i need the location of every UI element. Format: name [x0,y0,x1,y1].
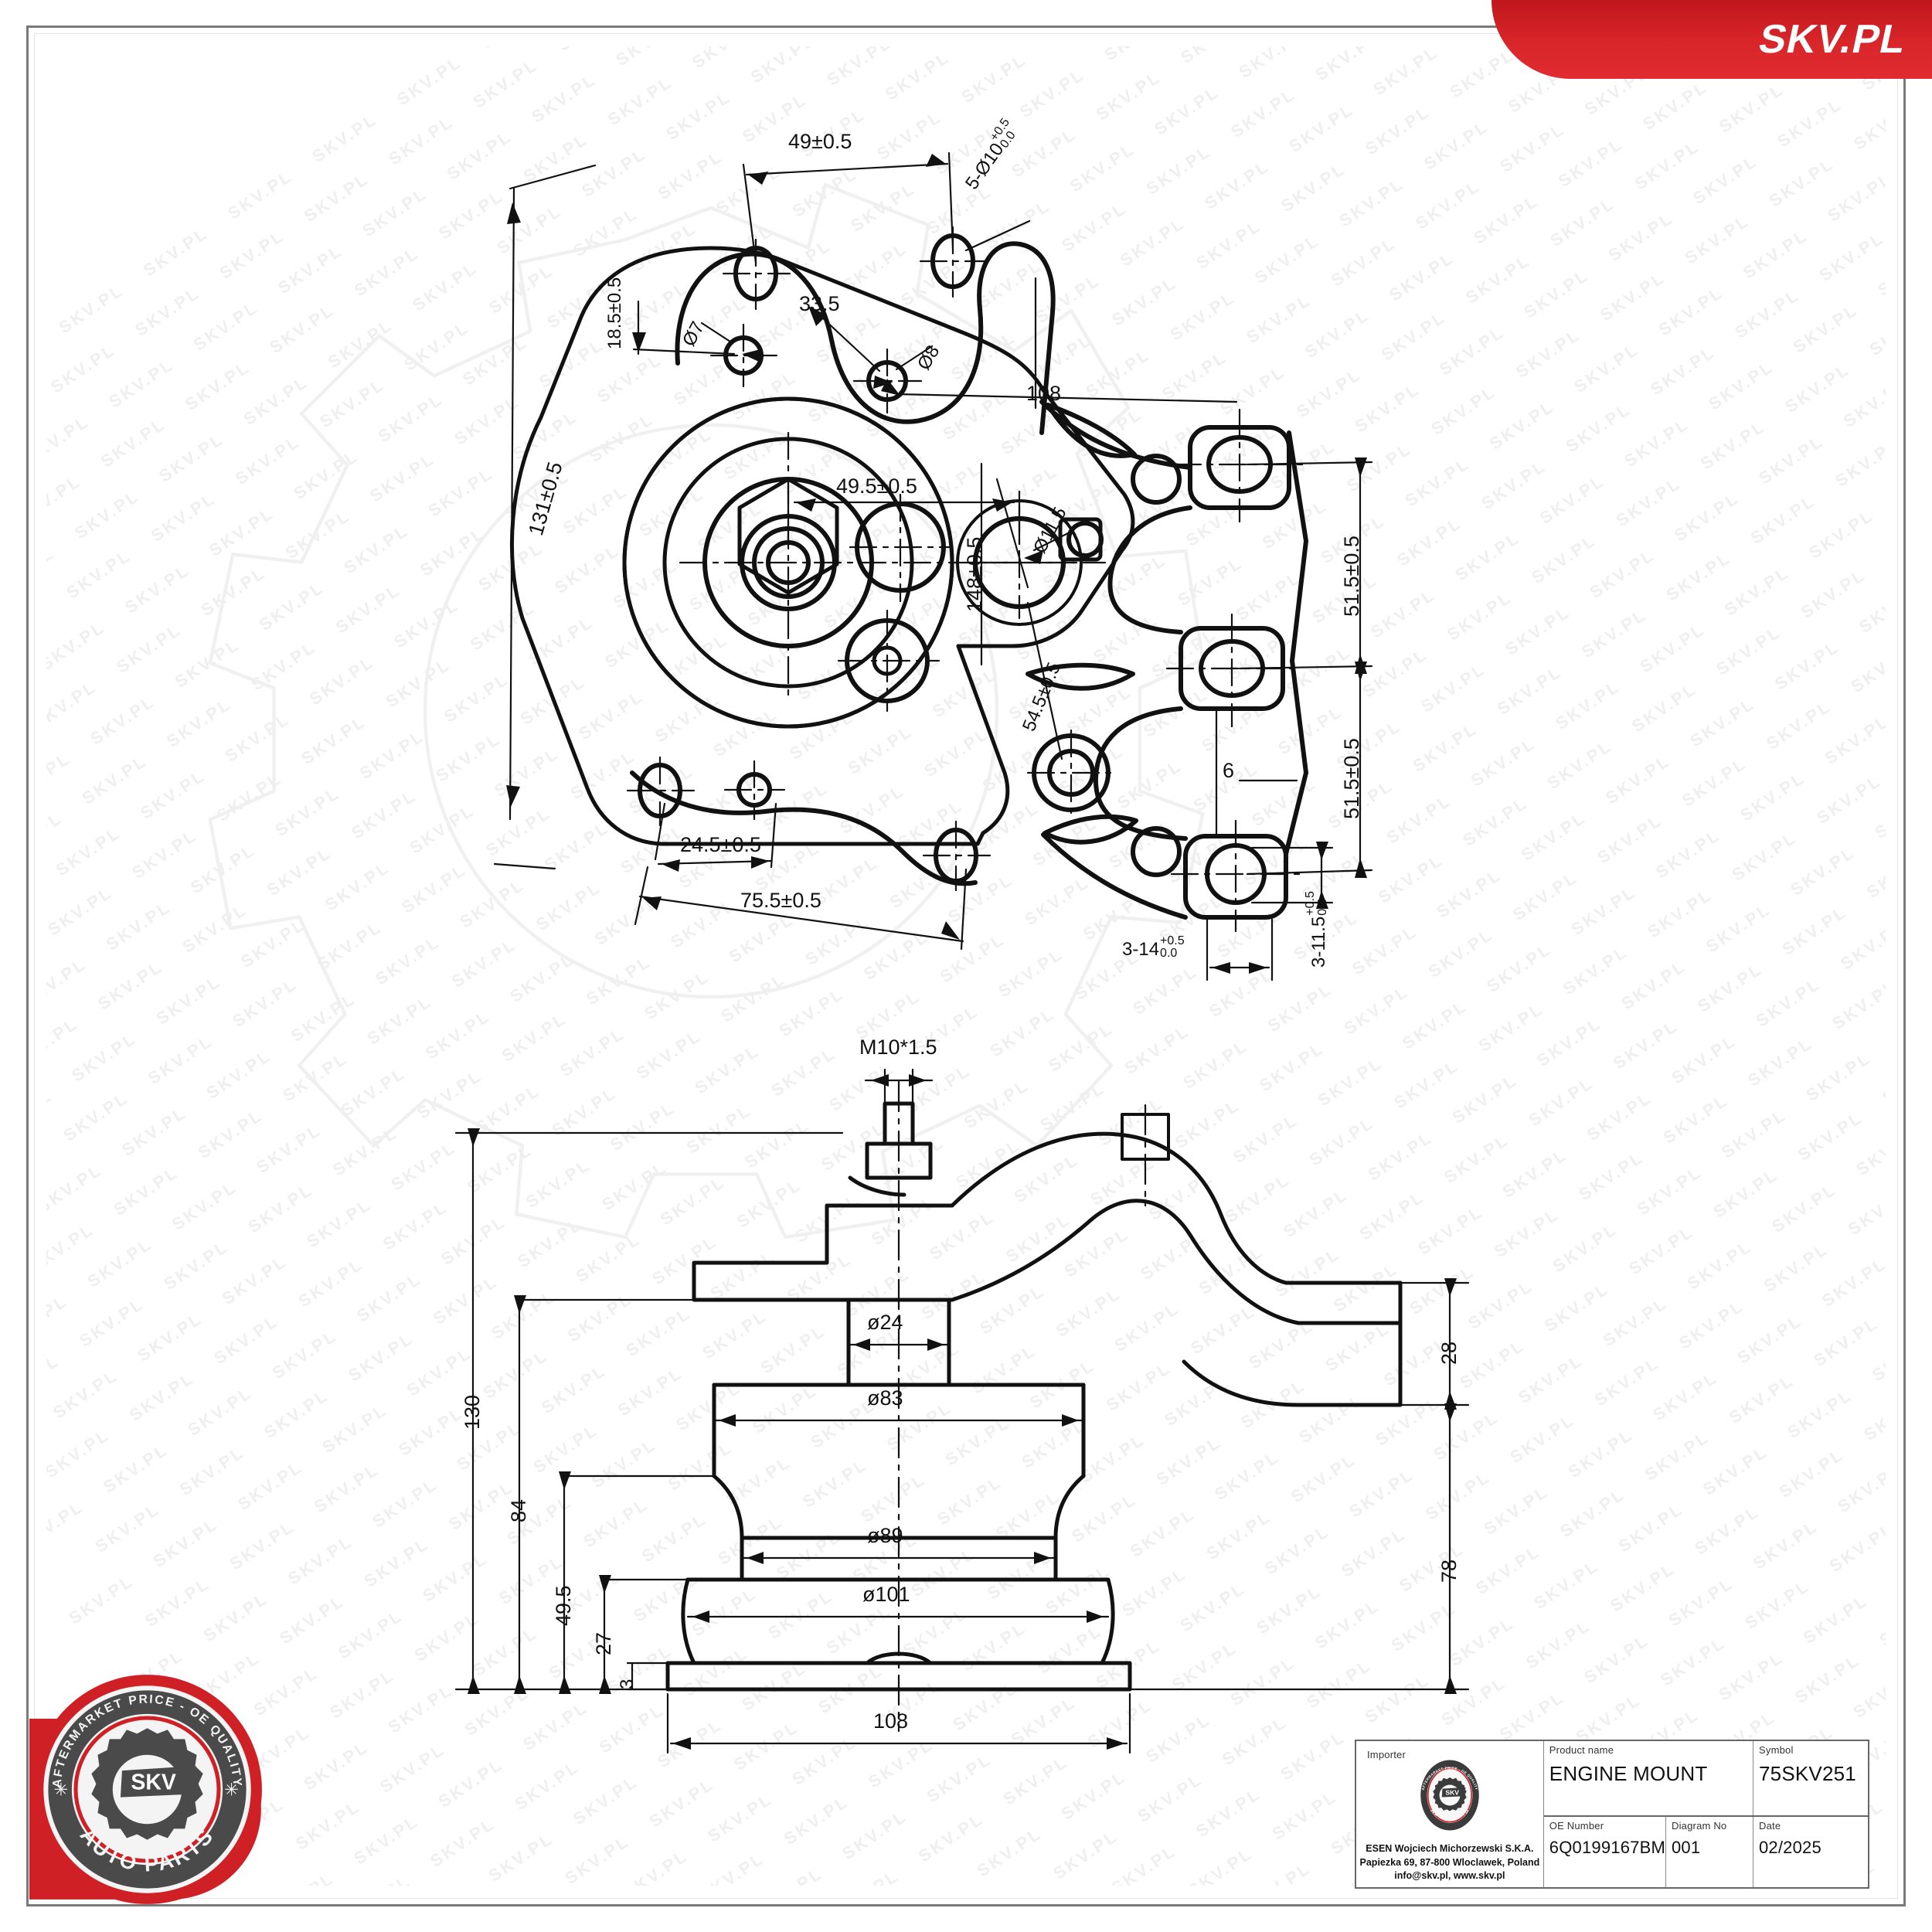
sheet-frame-inner [34,33,1898,1899]
oe-number-value: 6Q0199167BM [1549,1838,1665,1857]
importer-address: Papiezka 69, 87-800 Wloclawek, Poland [1359,1856,1540,1868]
dim-49: 49±0.5 [788,130,852,153]
symbol-cell: Symbol 75SKV251 [1753,1741,1868,1815]
dim-18-5: 18.5±0.5 [604,277,625,349]
dim-d89: ø89 [867,1524,903,1547]
dim-49-5-side: 49.5 [552,1585,575,1626]
dim-51-5-a: 51.5±0.5 [1340,536,1363,617]
dim-130: 130 [461,1394,484,1430]
dim-148: 148±0.5 [963,536,986,612]
diagram-no-cell: Diagram No 001 [1666,1817,1753,1887]
asterisk-left-icon: ✳ [54,1781,69,1800]
dim-6: 6 [1223,759,1235,782]
dim-d83: ø83 [867,1386,903,1410]
symbol-label: Symbol [1759,1744,1794,1756]
dim-108-top: 108 [1026,382,1062,405]
section-center-line [897,1080,1147,1733]
dim-m10: M10*1.5 [859,1036,937,1059]
importer-name: ESEN Wojciech Michorzewski S.K.A. [1366,1842,1534,1854]
date-value: 02/2025 [1759,1838,1821,1857]
bracket-upper-flange [675,241,1056,435]
diagram-no-value: 001 [1672,1838,1701,1857]
dim-3: 3 [617,1679,638,1689]
importer-logo: SKV AFTERMARKET PRICE - OE QUALITY AUTO … [1420,1760,1479,1831]
asterisk-right-icon: ✳ [224,1781,239,1800]
dim-24-5: 24.5±0.5 [680,833,761,856]
dim-108-bottom: 108 [873,1709,909,1733]
oe-number-label: OE Number [1549,1820,1604,1832]
dim-49-5: 49.5±0.5 [836,474,917,498]
importer-contact: info@skv.pl, www.skv.pl [1394,1870,1505,1882]
bracket-lower-flange [630,770,978,886]
dim-33-5: 33.5 [799,292,840,315]
dim-d101: ø101 [862,1583,910,1606]
dim-84: 84 [507,1498,530,1522]
product-name-label: Product name [1549,1744,1614,1756]
title-block: Importer SKV AFTERMARKET PRICE - OE QUAL… [1355,1740,1869,1889]
dim-27: 27 [592,1631,615,1655]
date-label: Date [1759,1820,1781,1832]
diagram-no-label: Diagram No [1672,1820,1727,1832]
product-name-cell: Product name ENGINE MOUNT [1544,1741,1753,1815]
symbol-value: 75SKV251 [1759,1762,1856,1785]
title-block-fields: Product name ENGINE MOUNT Symbol 75SKV25… [1543,1741,1868,1887]
section-arrowheads [468,1074,1457,1750]
dim-78: 78 [1437,1559,1461,1583]
date-cell: Date 02/2025 [1753,1817,1868,1887]
plan-arrowheads [506,154,1367,974]
bracket-right-arm [1026,400,1308,920]
mount-section-view [665,1101,1403,1692]
dim-75-5: 75.5±0.5 [740,889,821,912]
dim-d24: ø24 [867,1311,903,1334]
title-block-importer-cell: Importer SKV AFTERMARKET PRICE - OE QUAL… [1356,1741,1544,1887]
skv-auto-parts-badge: SKV AFTERMARKET PRICE - OE QUALITY AUTO … [29,1675,262,1904]
sheet-frame [26,26,1906,1906]
badge-center-text: SKV [131,1770,176,1795]
skv-banner-label: SKV.PL [1754,17,1911,62]
bracket-square-detail [1058,517,1103,562]
product-name-value: ENGINE MOUNT [1549,1762,1708,1785]
importer-details: ESEN Wojciech Michorzewski S.K.A. Papiez… [1356,1842,1543,1883]
oe-number-cell: OE Number 6Q0199167BM [1544,1817,1666,1887]
svg-text:SKV: SKV [1445,1788,1459,1796]
dim-28: 28 [1437,1341,1461,1365]
section-dimension-lines [454,1068,1470,1754]
importer-label: Importer [1367,1749,1406,1760]
skv-banner: SKV.PL [1492,0,1932,79]
dim-51-5-b: 51.5±0.5 [1340,738,1363,819]
